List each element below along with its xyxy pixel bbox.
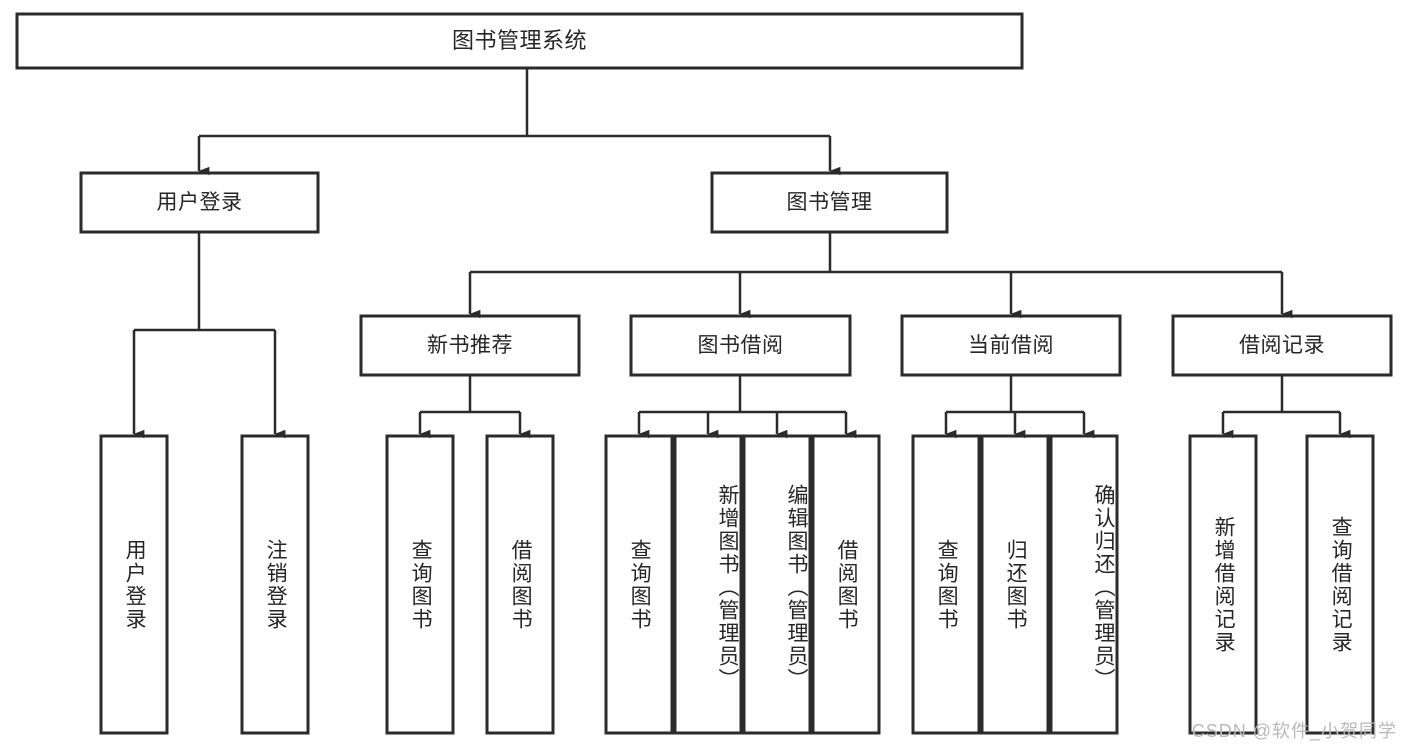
leaf-label-current-borrow-1: 归还图书 <box>1004 538 1028 631</box>
leaf-box-borrow-record-0[interactable] <box>1188 434 1258 735</box>
leaf-label-book-borrow-2: 编辑图书（管理员） <box>785 483 808 691</box>
leaf-box-current-borrow-2[interactable] <box>1049 434 1119 735</box>
leaf-label-book-borrow-3: 借阅图书 <box>835 538 859 631</box>
leaf-box-user-login-0[interactable] <box>99 434 169 735</box>
node-box-current-borrow[interactable] <box>900 314 1122 377</box>
leaf-box-borrow-record-1[interactable] <box>1305 434 1375 735</box>
node-box-new-book[interactable] <box>359 314 581 377</box>
csdn-watermark: CSDN @软件_小贺同学 <box>1191 721 1397 741</box>
leaf-box-book-borrow-1[interactable] <box>673 434 743 735</box>
leaf-label-new-book-1: 借阅图书 <box>509 538 533 631</box>
leaf-label-borrow-record-0: 新增借阅记录 <box>1212 515 1236 654</box>
leaf-box-new-book-1[interactable] <box>485 434 555 735</box>
leaf-box-current-borrow-0[interactable] <box>911 434 981 735</box>
leaf-box-user-login-1[interactable] <box>240 434 310 735</box>
node-box-user-login[interactable] <box>79 171 320 234</box>
leaf-box-book-borrow-0[interactable] <box>604 434 674 735</box>
leaf-box-book-borrow-3[interactable] <box>811 434 881 735</box>
node-box-borrow-record[interactable] <box>1171 314 1393 377</box>
leaf-label-user-login-1: 注销登录 <box>264 538 288 631</box>
leaf-label-current-borrow-0: 查询图书 <box>935 538 959 631</box>
leaf-label-current-borrow-2: 确认归还（管理员） <box>1092 483 1115 691</box>
leaf-label-new-book-0: 查询图书 <box>409 538 433 631</box>
node-box-book-borrow[interactable] <box>629 314 852 377</box>
node-box-root[interactable] <box>15 12 1024 70</box>
leaf-label-book-borrow-0: 查询图书 <box>628 538 652 631</box>
node-box-book-manage[interactable] <box>710 171 949 234</box>
leaf-label-user-login-0: 用户登录 <box>123 538 147 631</box>
leaf-box-current-borrow-1[interactable] <box>980 434 1050 735</box>
leaf-box-new-book-0[interactable] <box>385 434 455 735</box>
leaf-label-book-borrow-1: 新增图书（管理员） <box>716 483 739 691</box>
leaf-label-borrow-record-1: 查询借阅记录 <box>1329 515 1353 654</box>
